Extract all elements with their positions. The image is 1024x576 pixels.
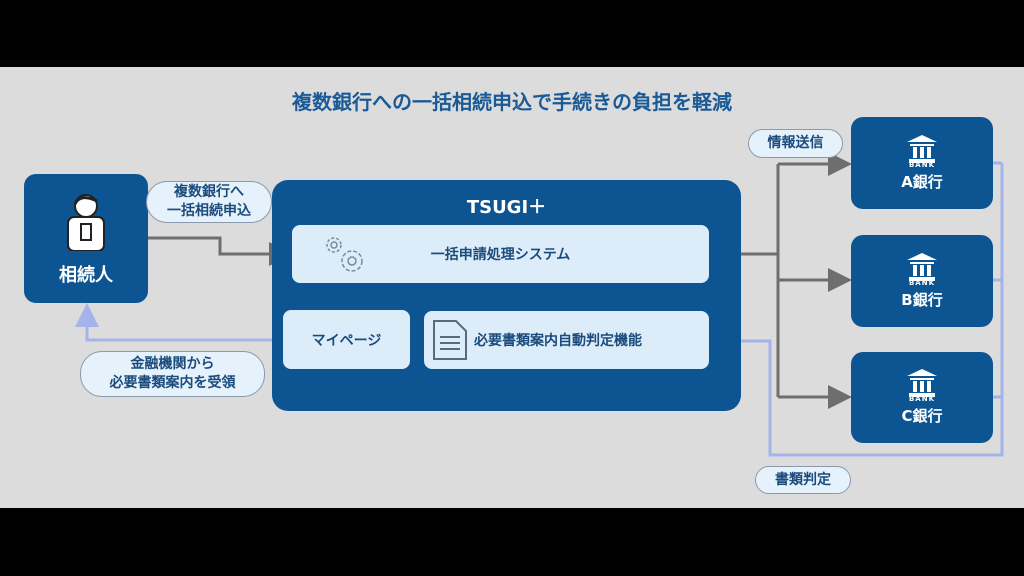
bank-icon — [907, 369, 937, 397]
apply-arrow — [148, 236, 293, 266]
receive-bubble: 金融機関から 必要書類案内を受領 — [80, 351, 265, 397]
heir-box: 相続人 — [24, 174, 148, 303]
receive-line2: 必要書類案内を受領 — [109, 375, 236, 391]
platform-box: TSUGI＋ — [272, 180, 741, 411]
bank-b: BANK B銀行 — [851, 235, 993, 327]
system-label: 一括申請処理システム — [430, 247, 571, 263]
judge-bubble: 書類判定 — [755, 466, 851, 494]
heir-label: 相続人 — [59, 264, 113, 286]
bank-label: A銀行 — [901, 172, 943, 191]
mypage-to-heir-arrow — [75, 303, 283, 342]
receive-line1: 金融機関から — [130, 356, 215, 372]
bank-icon — [907, 252, 937, 281]
bank-label: B銀行 — [901, 290, 943, 309]
apply-line2: 一括相続申込 — [167, 203, 251, 219]
bank-icon-text: BANK — [908, 395, 936, 403]
page-title: 複数銀行への一括相続申込で手続きの負担を軽減 — [292, 90, 732, 114]
send-bubble: 情報送信 — [748, 129, 843, 158]
bank-label: C銀行 — [901, 407, 943, 425]
bank-icon-text: BANK — [908, 160, 936, 169]
bank-a: BANK A銀行 — [851, 117, 993, 209]
platform-name: TSUGI＋ — [466, 197, 547, 218]
doc-check-label: 必要書類案内自動判定機能 — [474, 333, 642, 349]
mypage-label: マイページ — [311, 332, 382, 349]
apply-bubble: 複数銀行へ 一括相続申込 — [146, 181, 272, 223]
bank-icon — [907, 134, 937, 163]
judge-return-line — [711, 161, 1004, 457]
document-icon — [433, 320, 467, 360]
apply-line1: 複数銀行へ — [174, 184, 244, 200]
person-icon — [67, 193, 105, 251]
bank-icon-text: BANK — [908, 278, 936, 287]
mypage-box[interactable]: マイページ — [283, 310, 410, 369]
system-box: 一括申請処理システム — [292, 225, 709, 283]
gears-icon — [326, 237, 363, 272]
bank-c: BANK C銀行 — [851, 352, 993, 443]
doc-check-box: 必要書類案内自動判定機能 — [424, 311, 709, 369]
